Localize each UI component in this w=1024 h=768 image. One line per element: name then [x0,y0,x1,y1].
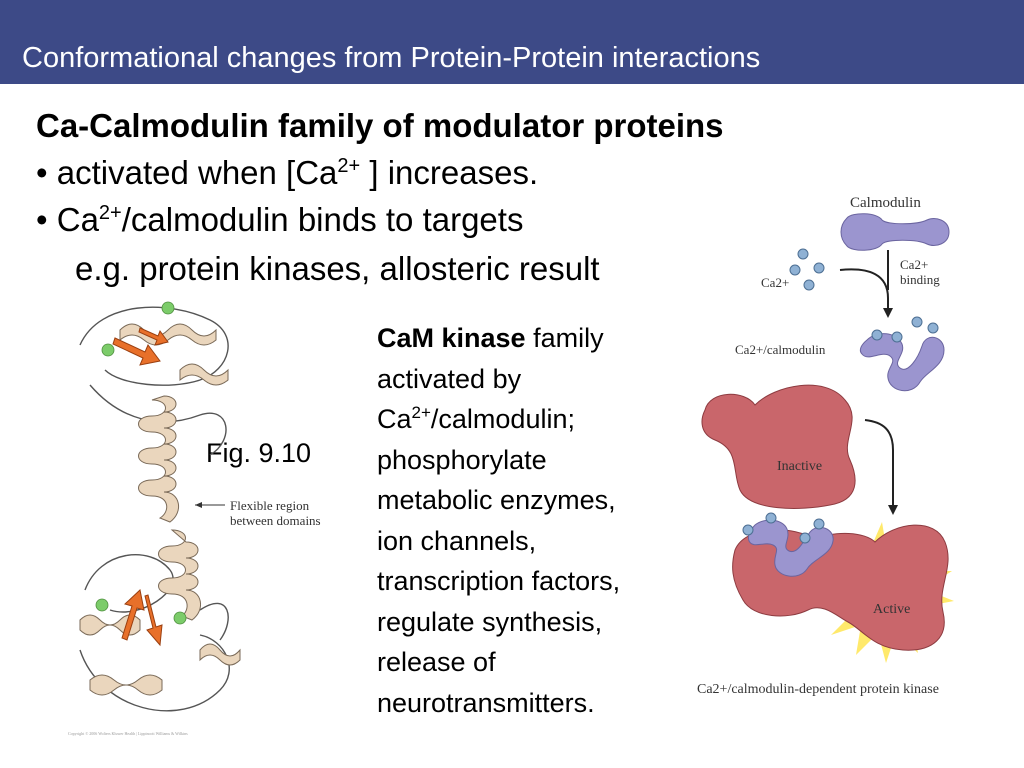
cam-line-2: activated by [377,363,522,394]
annotation-text-2: between domains [230,513,321,528]
cam-kinase-bold: CaM kinase [377,323,526,353]
annotation-text-1: Flexible region [230,498,310,513]
cam-line-1: family [525,323,604,353]
bullet-text-post: /calmodulin binds to targets [121,201,524,238]
slide-heading: Ca-Calmodulin family of modulator protei… [36,107,724,144]
free-calcium-ions [789,248,825,291]
cam-line-3-post: /calmodulin; [430,404,575,434]
kinase-caption: Ca2+/calmodulin-dependent protein kinase [697,682,939,697]
calmodulin-label: Calmodulin [850,195,921,211]
calmodulin-ribbon-figure: Flexible region between domains Copyrigh… [68,301,321,736]
binding-label-1: Ca2+ [900,257,928,272]
inactive-kinase [701,384,856,509]
activation-arrowhead [888,505,898,515]
active-label: Active [873,602,910,617]
calcium-ion-spheres [95,301,187,625]
bullet-text-pre: Ca [56,201,99,238]
bullet-marker: • [36,201,48,238]
ca-calmodulin-molecule [859,333,945,392]
bullet-text-post: ] increases. [360,154,539,191]
bullet-text-pre: activated when [Ca [56,154,338,191]
cam-line-4: phosphorylate [377,444,547,475]
cam-line-3: Ca2+/calmodulin; [377,399,707,440]
cam-line-3-sup: 2+ [411,403,431,422]
binding-label-2: binding [900,272,940,287]
title-bar: Conformational changes from Protein-Prot… [0,0,1024,84]
cam-kinase-description: CaM kinase family activated by Ca2+/calm… [377,318,707,723]
cam-line-9: release of [377,647,496,677]
helix-central [138,395,201,621]
bullet-superscript: 2+ [98,202,122,224]
copyright-text: Copyright © 2006 Wolters Kluwer Health |… [68,731,188,736]
slide-title: Conformational changes from Protein-Prot… [22,42,761,74]
bullet-marker: • [36,154,48,191]
beta-sheet-arrows [112,327,169,647]
figure-label: Fig. 9.10 [206,438,312,468]
bullet-superscript: 2+ [337,155,361,177]
active-calmodulin [748,519,834,577]
ca-label: Ca2+ [761,275,789,290]
ca-calmodulin-label: Ca2+/calmodulin [735,342,826,357]
annotation-arrowhead [195,502,202,508]
binding-arrowhead [883,308,893,318]
binding-arrow [839,268,889,312]
bullet-activated: • activated when [Ca2+ ] increases. [36,154,538,192]
activation-arrow [864,419,894,508]
bound-calcium-ions [871,316,939,343]
example-line: e.g. protein kinases, allosteric result [75,250,600,287]
flexible-region-annotation: Flexible region between domains [195,498,321,528]
cam-line-3-pre: Ca [377,404,412,434]
cam-line-7: transcription factors, [377,566,621,596]
inactive-label: Inactive [777,459,822,474]
cam-line-8: regulate synthesis, [377,606,603,637]
calmodulin-molecule [840,213,950,251]
cam-line-5: metabolic enzymes, [377,485,616,515]
bullet-binds-targets: • Ca2+/calmodulin binds to targets [36,201,523,239]
active-calcium-ions [742,512,825,544]
calmodulin-activation-diagram: Calmodulin Ca2+ Ca2+ binding Ca2+/calmod… [697,195,954,697]
cam-line-6: ion channels, [377,525,537,556]
cam-line-10: neurotransmitters. [377,687,595,718]
